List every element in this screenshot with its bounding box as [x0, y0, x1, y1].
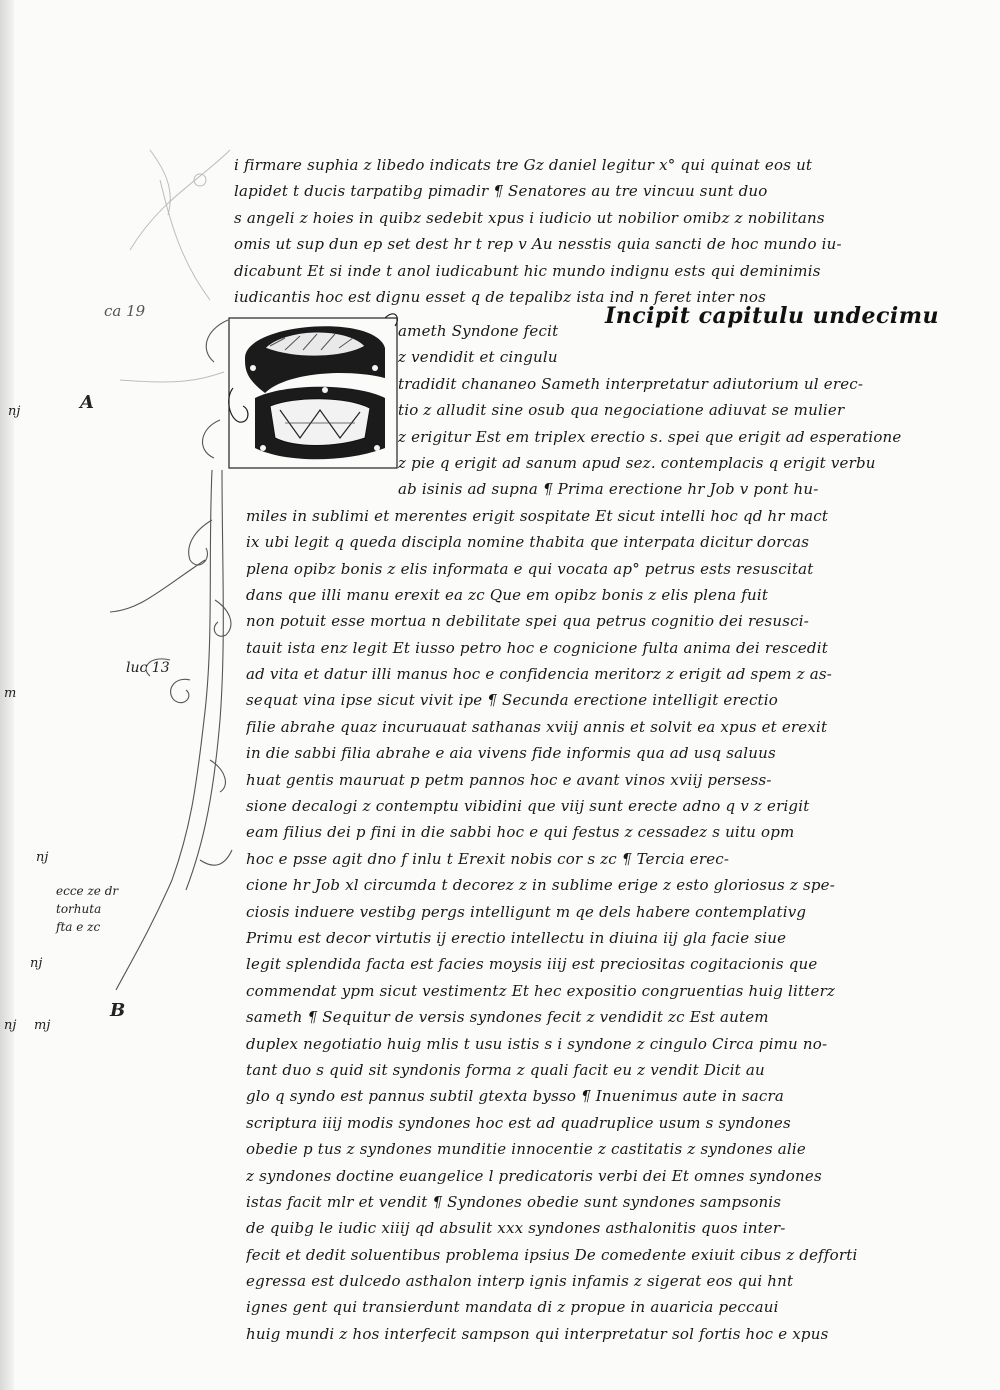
text-line: non potuit esse mortua n debilitate spei…: [246, 612, 809, 631]
text-line: sameth ¶ Sequitur de versis syndones fec…: [246, 1008, 769, 1027]
text-line: iudicantis hoc est dignu esset q de tepa…: [234, 287, 767, 306]
margin-note-number: m: [4, 686, 17, 701]
margin-gloss-line: ecce ze dr: [56, 884, 119, 898]
text-block-main: ameth Syndone fecit z vendidit et cingul…: [246, 318, 988, 1347]
margin-note-number: nj: [30, 956, 43, 971]
text-line: ab isinis ad supna ¶ Prima erectione hr …: [398, 480, 819, 499]
text-line: dicabunt Et si inde t anol iudicabunt hi…: [234, 261, 821, 280]
text-line: commendat ypm sicut vestimentz Et hec ex…: [246, 981, 836, 1000]
text-line: plena opibz bonis z elis informata e qui…: [246, 559, 814, 578]
text-line: tio z alludit sine osub qua negociatione…: [398, 401, 845, 420]
text-line: duplex negotiatio huig mlis t usu istis …: [246, 1034, 828, 1053]
margin-note-luc-ref: luc 13: [126, 660, 170, 676]
margin-note-number: mj: [34, 1018, 51, 1033]
text-line: Primu est decor virtutis ij erectio inte…: [246, 928, 787, 947]
text-line: hoc e psse agit dno f inlu t Erexit nobi…: [246, 849, 730, 868]
text-line: ignes gent qui transierdunt mandata di z…: [246, 1298, 779, 1317]
text-line: glo q syndo est pannus subtil gtexta bys…: [246, 1087, 784, 1106]
margin-note-number: nj: [36, 850, 49, 865]
text-line: de quibg le iudic xiiij qd absulit xxx s…: [246, 1219, 786, 1238]
text-line: ameth Syndone fecit: [398, 322, 559, 340]
text-line: ciosis induere vestibg pergs intelligunt…: [246, 902, 807, 921]
margin-note-number: nj: [4, 1018, 17, 1033]
margin-letter-a: A: [80, 392, 94, 413]
text-line: egressa est dulcedo asthalon interp igni…: [246, 1272, 794, 1291]
text-line: scriptura iiij modis syndones hoc est ad…: [246, 1113, 791, 1132]
margin-gloss-line: torhuta: [56, 902, 102, 916]
text-line: lapidet t ducis tarpatibg pimadir ¶ Sena…: [234, 182, 768, 201]
text-line: omis ut sup dun ep set dest hr t rep v A…: [234, 235, 842, 254]
margin-note-number: nj: [8, 404, 21, 419]
text-line: ix ubi legit q queda discipla nomine tha…: [246, 533, 810, 552]
text-line: legit splendida facta est facies moysis …: [246, 955, 818, 974]
text-line: sione decalogi z contemptu vibidini que …: [246, 797, 810, 816]
text-line: s angeli z hoies in quibz sedebit xpus i…: [234, 208, 825, 227]
text-line: cione hr Job xl circumda t decorez z in …: [246, 876, 836, 895]
decorated-initial-s-icon: [228, 313, 398, 469]
text-line: z vendidit et cingulu: [398, 348, 558, 367]
text-line: filie abrahe quaz incuruauat sathanas xv…: [246, 717, 828, 736]
chapter-heading: Incipit capitulu undecimu: [605, 303, 940, 329]
text-line: ad vita et datur illi manus hoc e confid…: [246, 665, 833, 684]
text-line: miles in sublimi et merentes erigit sosp…: [246, 506, 829, 525]
text-line: z syndones doctine euangelice l predicat…: [246, 1166, 822, 1185]
margin-note-folio-ref: ca 19: [104, 302, 146, 320]
text-line: eam filius dei p fini in die sabbi hoc e…: [246, 823, 795, 842]
text-line: dans que illi manu erexit ea zc Que em o…: [246, 585, 769, 604]
text-line: huat gentis mauruat p petm pannos hoc e …: [246, 770, 772, 789]
text-line: tant duo s quid sit syndonis forma z qua…: [246, 1060, 765, 1079]
text-line: tradidit chananeo Sameth interpretatur a…: [398, 374, 864, 393]
text-line: in die sabbi filia abrahe e aia vivens f…: [246, 744, 776, 763]
text-line: fecit et dedit soluentibus problema ipsi…: [246, 1245, 858, 1264]
text-line: istas facit mlr et vendit ¶ Syndones obe…: [246, 1192, 782, 1211]
text-line: huig mundi z hos interfecit sampson qui …: [246, 1324, 829, 1343]
text-line: z pie q erigit ad sanum apud sez. contem…: [398, 453, 876, 472]
text-line: sequat vina ipse sicut vivit ipe ¶ Secun…: [246, 691, 779, 710]
text-line: obedie p tus z syndones munditie innocen…: [246, 1140, 806, 1159]
margin-gloss-line: fta e zc: [56, 920, 101, 934]
text-line: i firmare suphia z libedo indicats tre G…: [234, 156, 813, 174]
margin-letter-b: B: [110, 1000, 126, 1021]
page-gutter-shadow: [0, 0, 14, 1390]
text-line: tauit ista enz legit Et iusso petro hoc …: [246, 638, 828, 657]
text-block-preceding: i firmare suphia z libedo indicats tre G…: [234, 152, 986, 310]
text-line: z erigitur Est em triplex erectio s. spe…: [398, 427, 902, 446]
